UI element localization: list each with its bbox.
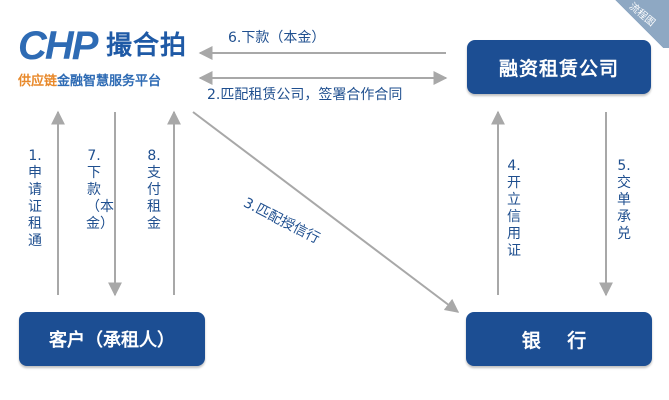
label-step-8: 8.支付租金 bbox=[147, 148, 161, 232]
logo-tagline: 供应链金融智慧服务平台 bbox=[18, 74, 161, 90]
label-step-7: 7.下款（本金） bbox=[86, 148, 114, 232]
label-step-1: 1.申请证租通 bbox=[28, 148, 42, 249]
node-bank: 银 行 bbox=[466, 312, 652, 366]
node-leasing-company: 融资租赁公司 bbox=[467, 40, 651, 94]
logo-tagline-b: 金融智慧服务平台 bbox=[57, 74, 162, 89]
label-step-5: 5.交单承兑 bbox=[617, 158, 631, 242]
node-customer: 客户（承租人） bbox=[19, 312, 205, 366]
arrow-step-3 bbox=[192, 111, 460, 313]
label-step-4: 4.开立信用证 bbox=[507, 158, 521, 259]
logo-tagline-a: 供应链 bbox=[18, 74, 58, 89]
logo-name: 撮合拍 bbox=[106, 31, 188, 61]
label-step-6: 6.下款（本金） bbox=[228, 30, 326, 46]
chp-logo: CHP 撮合拍 供应链金融智慧服务平台 bbox=[18, 26, 198, 96]
logo-brand: CHP bbox=[18, 24, 98, 68]
label-step-2: 2.匹配租赁公司，签署合作合同 bbox=[207, 87, 403, 103]
